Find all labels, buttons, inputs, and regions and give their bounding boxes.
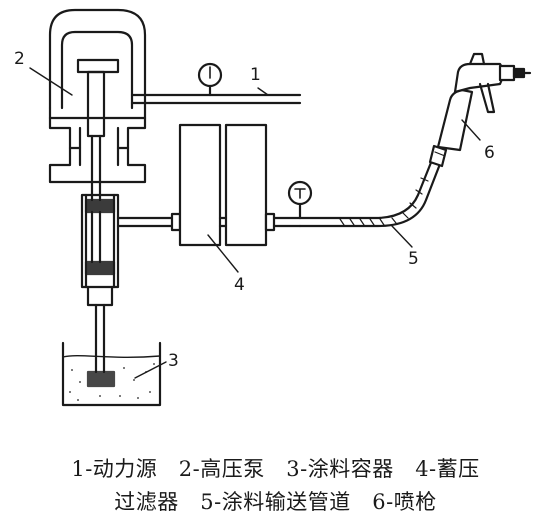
accumulator-filter	[178, 123, 276, 247]
paint-delivery-hose	[272, 144, 448, 228]
callout-2: 2	[14, 49, 25, 69]
caption-line-2: 过滤器 5-涂料输送管道 6-喷枪	[114, 490, 437, 514]
callout-leaders	[29, 67, 481, 379]
caption-line-1: 1-动力源 2-高压泵 3-涂料容器 4-蓄压	[71, 457, 480, 481]
high-pressure-pump	[48, 8, 147, 202]
callout-1: 1	[250, 65, 261, 85]
pump-outlet-line	[116, 212, 182, 232]
airless-spray-system-diagram: 1 2 3 4 5 6	[14, 8, 532, 407]
air-supply-line	[130, 62, 302, 105]
callout-3: 3	[168, 351, 179, 371]
callout-4: 4	[234, 275, 245, 295]
paint-container	[61, 341, 162, 407]
callout-5: 5	[408, 249, 419, 269]
pump-cylinder	[80, 193, 120, 374]
spray-gun	[436, 52, 532, 152]
callout-6: 6	[484, 143, 495, 163]
